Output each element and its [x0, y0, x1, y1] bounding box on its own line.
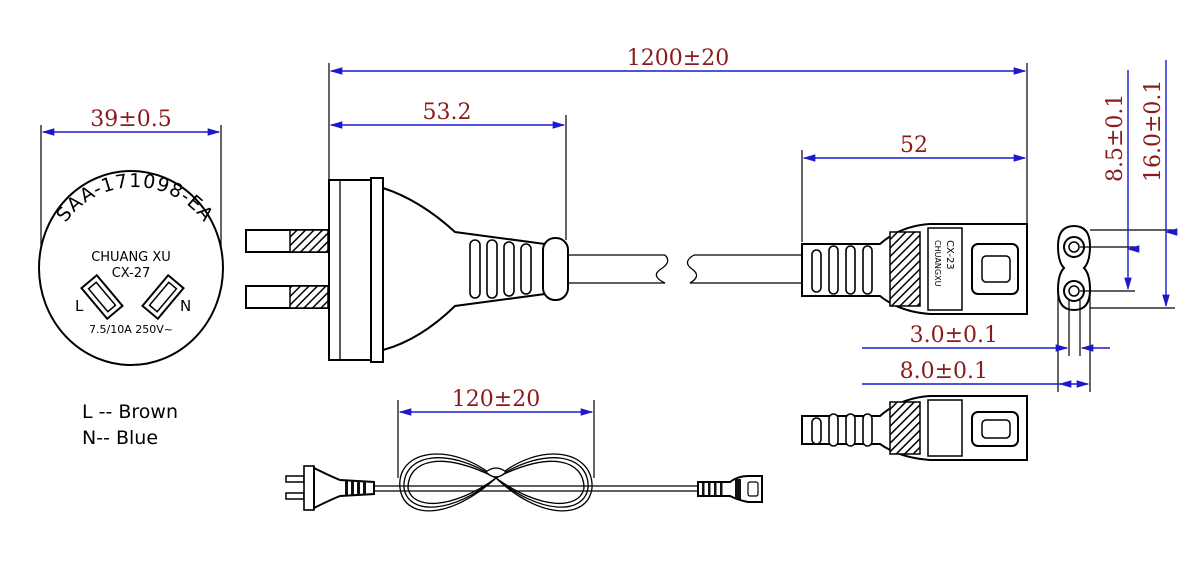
model-text: CX-27 — [112, 266, 151, 281]
plug-length-dimension: 53.2 — [329, 100, 567, 240]
connector-model-text: CX-23 — [944, 240, 955, 270]
legend-line-2: N-- Blue — [82, 427, 158, 449]
connector-end-view: 8.5±0.1 16.0±0.1 3.0±0.1 8.0±0.1 — [862, 60, 1175, 392]
mini-plug-pin — [285, 475, 305, 483]
mini-plug-base — [303, 465, 315, 511]
connector-top-ribs — [811, 413, 873, 447]
connector-width-label: 8.0±0.1 — [900, 359, 988, 384]
pin-label-n: N — [180, 297, 191, 315]
plug-flange — [370, 177, 384, 363]
pin-diameter-label: 3.0±0.1 — [910, 323, 998, 348]
connector-top-socket-inner — [981, 419, 1011, 439]
plug-base-plate — [328, 179, 372, 361]
total-length-dimension: 1200±20 — [328, 46, 1028, 236]
rating-text: 7.5/10A 250V~ — [89, 323, 173, 336]
cable-break-left — [655, 254, 669, 284]
mini-plug-pin — [285, 492, 305, 500]
pin-insulation-top — [289, 229, 329, 253]
connector-top-hatch — [889, 401, 921, 455]
live-pin-slot — [80, 273, 124, 321]
connector-top-label-area — [927, 399, 963, 457]
mini-connector-socket — [747, 481, 759, 497]
pin-hole-inner — [1068, 285, 1080, 297]
plug-face-view: 39±0.5 SAA-171098-EA CHUANG XU CX-27 L N… — [38, 107, 224, 366]
connector-socket-inner — [981, 255, 1011, 283]
plug-strain-relief — [542, 237, 569, 301]
cable-break-right — [686, 254, 698, 284]
neutral-pin-slot — [141, 273, 185, 321]
connector-top-view — [801, 395, 1028, 461]
coil-length-label: 120±20 — [452, 387, 540, 412]
plug-diameter-label: 39±0.5 — [90, 107, 171, 132]
connector-brand-text: CHUANGXU — [933, 240, 942, 287]
connector-length-dimension: 52 — [801, 133, 1027, 242]
pin-label-l: L — [75, 297, 84, 315]
mini-plug-ribs — [345, 481, 366, 495]
pin-spacing-label: 8.5±0.1 — [1103, 94, 1128, 182]
total-length-label: 1200±20 — [627, 46, 729, 71]
mini-plug-body — [313, 466, 375, 510]
plug-grip-ribs — [469, 239, 532, 299]
mini-connector-ribs — [702, 479, 741, 499]
connector-length-label: 52 — [900, 133, 928, 158]
pin-insulation-bottom — [289, 285, 329, 309]
wire-color-legend: L -- Brown N-- Blue — [82, 401, 178, 449]
legend-line-1: L -- Brown — [82, 401, 178, 423]
brand-text: CHUANG XU — [91, 250, 171, 265]
cord-overview: 120±20 — [285, 387, 763, 512]
mini-connector-body — [697, 475, 763, 503]
connector-height-label: 16.0±0.1 — [1141, 80, 1166, 182]
plug-side-view — [245, 177, 669, 363]
connector-label-area — [927, 227, 963, 311]
plug-length-label: 53.2 — [423, 100, 472, 125]
connector-hatched-grip — [889, 231, 921, 307]
plug-face-outline — [38, 170, 224, 366]
cable-coil — [399, 453, 593, 512]
pin-hole-inner — [1068, 241, 1080, 253]
connector-side-view: CX-23 CHUANGXU — [686, 223, 1028, 315]
connector-grip-ribs — [811, 245, 873, 295]
